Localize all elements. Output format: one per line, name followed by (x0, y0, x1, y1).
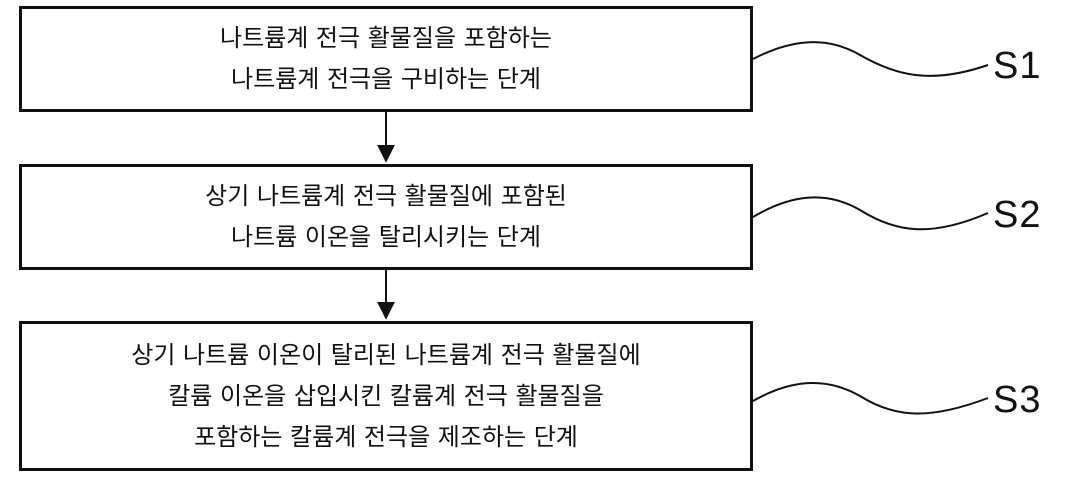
step-s2-text-line-2: 나트륨 이온을 탈리시키는 단계 (231, 223, 541, 251)
step-box-s1: 나트륨계 전극 활물질을 포함하는 나트륨계 전극을 구비하는 단계 (19, 6, 753, 112)
step-s2-text-line-1: 상기 나트륨계 전극 활물질에 포함된 (205, 182, 567, 210)
step-label-s2: S2 (993, 194, 1042, 236)
step-box-s3: 상기 나트륨 이온이 탈리된 나트륨계 전극 활물질에 칼륨 이온을 삽입시킨 … (19, 321, 753, 471)
step-label-s1: S1 (993, 45, 1042, 87)
leader-line-s3 (752, 381, 989, 415)
step-s3-text-line-3: 포함하는 칼륨계 전극을 제조하는 단계 (194, 422, 578, 451)
step-label-s3: S3 (993, 379, 1042, 421)
step-box-s2: 상기 나트륨계 전극 활물질에 포함된 나트륨 이온을 탈리시키는 단계 (19, 164, 753, 270)
step-s1-text-line-1: 나트륨계 전극 활물질을 포함하는 (219, 24, 552, 52)
step-s3-text-line-1: 상기 나트륨 이온이 탈리된 나트륨계 전극 활물질에 (131, 340, 641, 369)
step-s3-text-line-2: 칼륨 이온을 삽입시킨 칼륨계 전극 활물질을 (168, 381, 604, 410)
leader-line-s2 (752, 196, 989, 231)
step-s1-text-line-2: 나트륨계 전극을 구비하는 단계 (231, 65, 541, 93)
leader-line-s1 (752, 41, 989, 77)
